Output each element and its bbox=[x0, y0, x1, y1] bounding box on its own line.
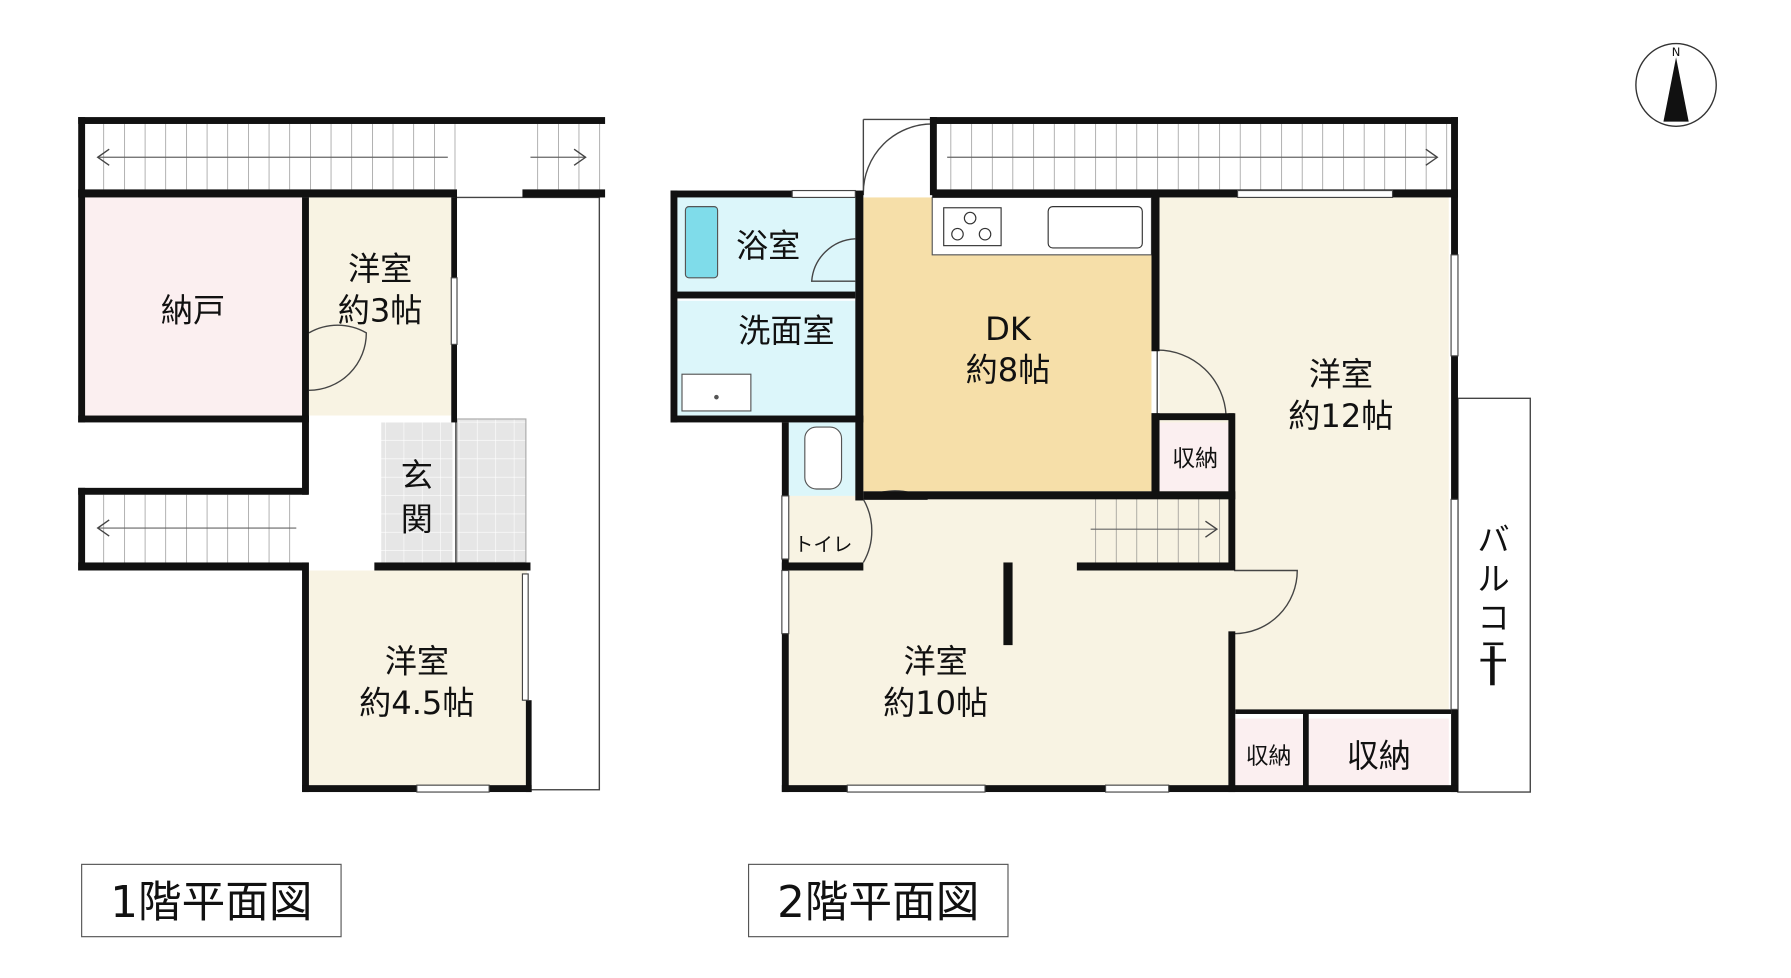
floor-2: 浴室 洗面室 DK 約8帖 洋室 約12帖 収納 トイレ 洋室 約10帖 収納 … bbox=[670, 117, 1531, 793]
floor1-title: 1階平面図 bbox=[110, 878, 312, 928]
door-swing bbox=[862, 118, 933, 196]
floor1-title-box bbox=[81, 863, 342, 938]
closet-c bbox=[1308, 718, 1449, 786]
label-balcony: バ ル コ ニ bbox=[1477, 521, 1510, 686]
label-closet-c: 収納 bbox=[1347, 737, 1411, 775]
balcony-char: ル bbox=[1477, 560, 1509, 598]
closet-a bbox=[1159, 422, 1229, 492]
label-western-3-size: 約3帖 bbox=[338, 291, 423, 329]
entrance-tile bbox=[456, 418, 527, 564]
label-nando: 納戸 bbox=[161, 291, 225, 329]
label-entrance-1: 玄 bbox=[401, 457, 433, 495]
balcony-char: バ bbox=[1477, 521, 1509, 559]
label-dk-size: 約8帖 bbox=[966, 351, 1051, 389]
floor2-title: 2階平面図 bbox=[777, 878, 979, 928]
entrance-floor bbox=[381, 422, 453, 563]
label-toilet: トイレ bbox=[794, 533, 853, 556]
label-western-3-name: 洋室 bbox=[348, 250, 412, 288]
label-closet-b: 収納 bbox=[1246, 743, 1292, 769]
label-western-4-5-name: 洋室 bbox=[385, 643, 449, 681]
room-nando bbox=[85, 197, 303, 416]
label-western-4-5-size: 約4.5帖 bbox=[359, 684, 474, 722]
label-western-10-size: 約10帖 bbox=[883, 684, 988, 722]
room-western-3 bbox=[308, 197, 452, 416]
label-entrance-2: 関 bbox=[401, 500, 433, 538]
toilet-icon bbox=[804, 426, 843, 490]
stove-icon bbox=[943, 207, 1002, 247]
room-western-4-5 bbox=[308, 570, 528, 786]
label-closet-a: 収納 bbox=[1172, 446, 1218, 472]
closet-b bbox=[1234, 718, 1303, 786]
compass-north-label: N bbox=[1672, 45, 1681, 59]
label-western-12-size: 約12帖 bbox=[1288, 397, 1393, 435]
label-bath: 浴室 bbox=[736, 227, 800, 265]
balcony-char: コ bbox=[1477, 599, 1509, 637]
compass-icon: N bbox=[1635, 42, 1717, 127]
label-dk-name: DK bbox=[985, 310, 1032, 348]
sink-icon bbox=[1047, 206, 1143, 249]
label-western-12-name: 洋室 bbox=[1309, 356, 1373, 394]
bathtub bbox=[684, 206, 719, 279]
label-washroom: 洗面室 bbox=[738, 312, 834, 350]
label-western-10-name: 洋室 bbox=[904, 643, 968, 681]
floor2-title-box bbox=[747, 863, 1009, 938]
washbasin bbox=[681, 373, 752, 412]
door-swing bbox=[308, 324, 368, 391]
floor-1: 納戸 洋室 約3帖 玄 関 洋室 約4.5帖 bbox=[78, 117, 606, 793]
